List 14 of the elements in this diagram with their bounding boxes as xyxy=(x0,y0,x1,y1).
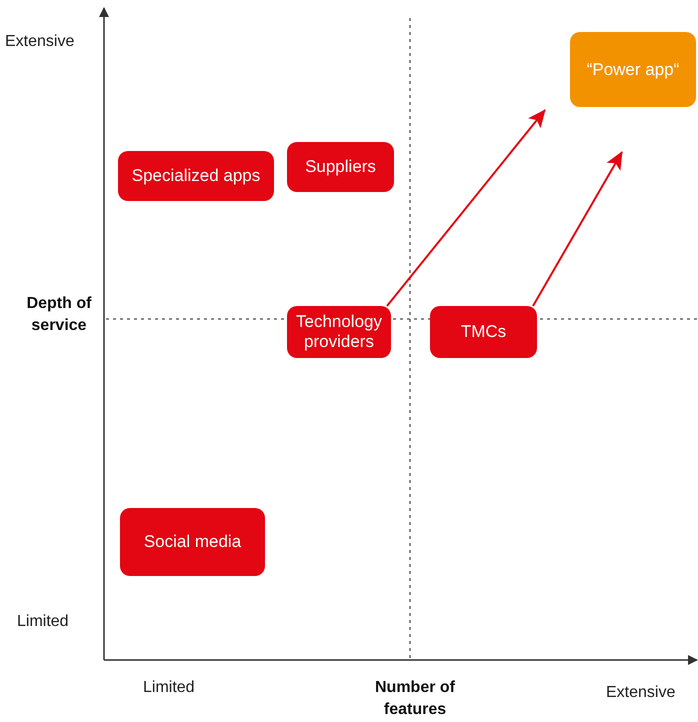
category-box: Technology providers xyxy=(287,306,391,358)
arrow xyxy=(532,151,623,306)
category-box: Suppliers xyxy=(287,142,394,192)
axis-title: Number of features xyxy=(374,678,456,720)
category-box: TMCs xyxy=(430,306,537,358)
category-box: Specialized apps xyxy=(118,151,274,201)
axis-label: Extensive xyxy=(606,683,676,703)
axis-label: Limited xyxy=(143,678,195,698)
category-box: “Power app“ xyxy=(570,32,696,107)
axis-label: Extensive xyxy=(5,32,74,52)
axis-title: Depth of service xyxy=(26,294,92,336)
axis-label: Limited xyxy=(17,612,69,632)
arrow xyxy=(386,109,546,307)
category-box: Social media xyxy=(120,508,265,576)
